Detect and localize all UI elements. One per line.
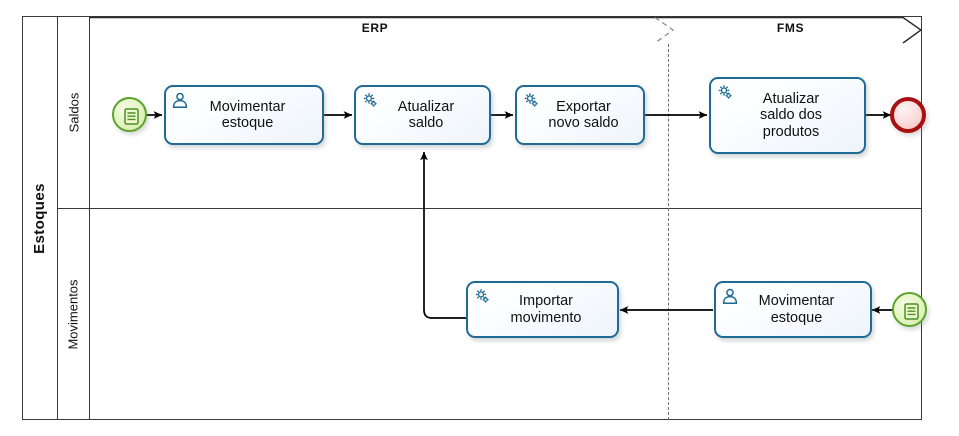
task-label: Movimentar estoque [758, 293, 835, 326]
message-event-icon [904, 303, 919, 320]
task-label: Movimentar estoque [209, 98, 286, 131]
service-task-icon [361, 91, 379, 109]
phase-header-band: ERP FMS [90, 16, 923, 44]
lane-divider [58, 208, 922, 209]
lane-label-movimentos: Movimentos [66, 278, 82, 350]
start-event-movimentos[interactable] [892, 292, 927, 327]
start-event-saldos[interactable] [112, 97, 147, 132]
task-label: Importar movimento [510, 293, 582, 326]
task-movimentar-estoque-fms[interactable]: Movimentar estoque [714, 281, 872, 338]
end-event-fms[interactable] [890, 97, 926, 133]
phase-label-fms: FMS [776, 21, 805, 35]
lane-label-saldos: Saldos [66, 92, 81, 132]
lane-header-movimentos: Movimentos [58, 208, 90, 420]
task-importar-movimento[interactable]: Importar movimento [466, 281, 619, 338]
service-task-icon [522, 91, 540, 109]
service-task-icon [716, 83, 734, 101]
user-task-icon [721, 287, 739, 305]
user-task-icon [171, 91, 189, 109]
task-exportar-novo-saldo[interactable]: Exportar novo saldo [515, 85, 645, 145]
pool-title: Estoques [22, 16, 58, 420]
task-atualizar-saldo-dos-produtos[interactable]: Atualizar saldo dos produtos [709, 77, 866, 154]
phase-label-erp: ERP [361, 21, 389, 35]
pool-title-label: Estoques [31, 182, 48, 254]
message-event-icon [124, 108, 139, 125]
lane-header-saldos: Saldos [58, 16, 90, 208]
phase-separator-erp-fms [668, 16, 669, 420]
task-movimentar-estoque-erp[interactable]: Movimentar estoque [164, 85, 324, 145]
task-atualizar-saldo[interactable]: Atualizar saldo [354, 85, 491, 145]
task-label: Atualizar saldo dos produtos [759, 91, 823, 140]
task-label: Atualizar saldo [397, 98, 455, 131]
service-task-icon [473, 287, 491, 305]
phase-band-outline [90, 16, 923, 44]
task-label: Exportar novo saldo [548, 98, 619, 131]
